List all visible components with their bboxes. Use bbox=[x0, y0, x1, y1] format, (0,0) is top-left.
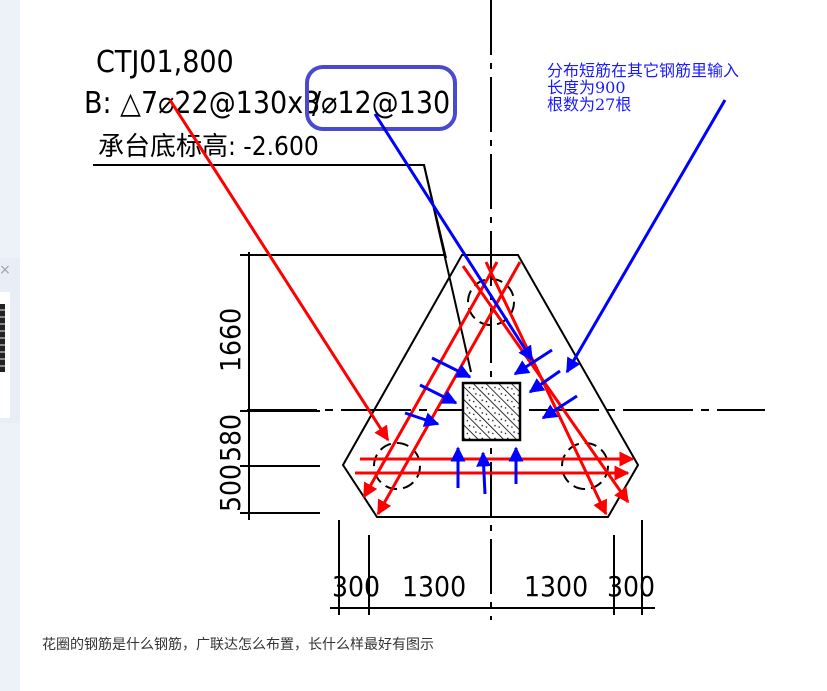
blue-markup bbox=[373, 99, 727, 495]
cad-drawing-image: CTJ01,800 B: △7⌀22@130x3 /⌀12@130 承台底标高:… bbox=[20, 0, 827, 625]
dim-500: 500 bbox=[214, 464, 247, 512]
rebar-note: 分布短筋在其它钢筋里输入 长度为900 根数为27根 bbox=[547, 62, 739, 113]
dim-580: 580 bbox=[214, 414, 247, 462]
dim-1660: 1660 bbox=[214, 308, 247, 372]
dim-300-left: 300 bbox=[332, 570, 380, 603]
cap-bottom-elevation-label: 承台底标高: -2.600 bbox=[98, 132, 319, 162]
pile-cap-outline bbox=[341, 254, 640, 518]
side-card-vertical-text bbox=[0, 304, 5, 372]
question-caption: 花圈的钢筋是什么钢筋，广联达怎么布置，长什么样最好有图示 bbox=[42, 637, 434, 653]
dim-1300-right: 1300 bbox=[524, 570, 588, 603]
column-section bbox=[461, 381, 522, 442]
pile-circles bbox=[373, 278, 609, 490]
side-card[interactable] bbox=[0, 292, 10, 418]
highlight-circle bbox=[305, 65, 457, 131]
leader-line-2 bbox=[423, 164, 472, 373]
rebar-distribution-label: /⌀12@130 bbox=[312, 86, 450, 121]
leader-line bbox=[93, 164, 447, 259]
close-icon[interactable]: × bbox=[0, 262, 11, 278]
note-line-3: 根数为27根 bbox=[547, 95, 632, 114]
horizontal-dimensions bbox=[330, 520, 655, 615]
dim-300-right: 300 bbox=[607, 570, 655, 603]
note-line-2: 长度为900 bbox=[547, 78, 626, 97]
vertical-dimensions bbox=[240, 252, 445, 520]
cap-id-label: CTJ01,800 bbox=[96, 45, 234, 80]
rebar-main-label: B: △7⌀22@130x3 bbox=[84, 86, 320, 121]
cad-drawing-svg: CTJ01,800 B: △7⌀22@130x3 /⌀12@130 承台底标高:… bbox=[84, 0, 765, 620]
dim-1300-left: 1300 bbox=[402, 570, 466, 603]
note-line-1: 分布短筋在其它钢筋里输入 bbox=[547, 61, 740, 80]
